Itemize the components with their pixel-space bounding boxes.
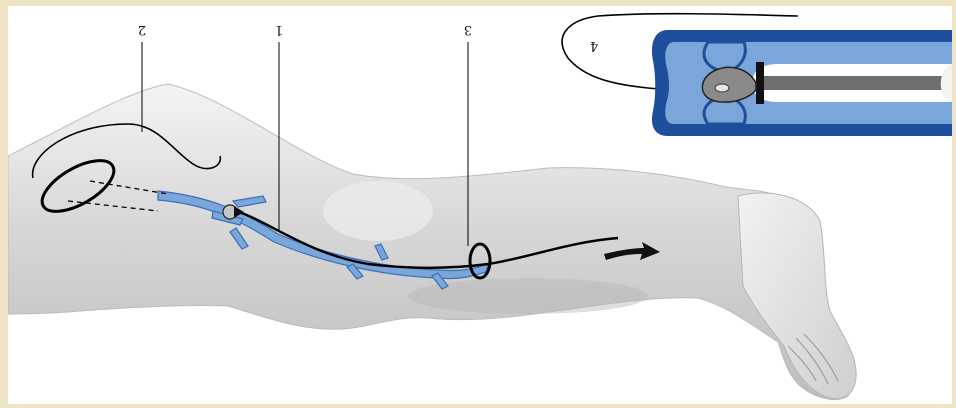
inset-detail: 4: [562, 14, 952, 136]
foot: [738, 193, 856, 399]
callout-2: 2: [138, 22, 146, 37]
callout-1: 1: [275, 22, 283, 37]
inset-stripper-shaft: [760, 76, 952, 90]
inset-stripper-head: [702, 67, 756, 102]
inset-head-highlight: [715, 84, 729, 92]
inset-ligature-band: [756, 62, 764, 104]
saphenous-vein-stripping-diagram: 2 1 3 4: [8, 6, 952, 404]
callout-3: 3: [464, 22, 472, 37]
diagram-frame: 2 1 3 4: [8, 6, 952, 404]
knee-highlight: [323, 181, 433, 241]
callout-4: 4: [590, 38, 598, 53]
